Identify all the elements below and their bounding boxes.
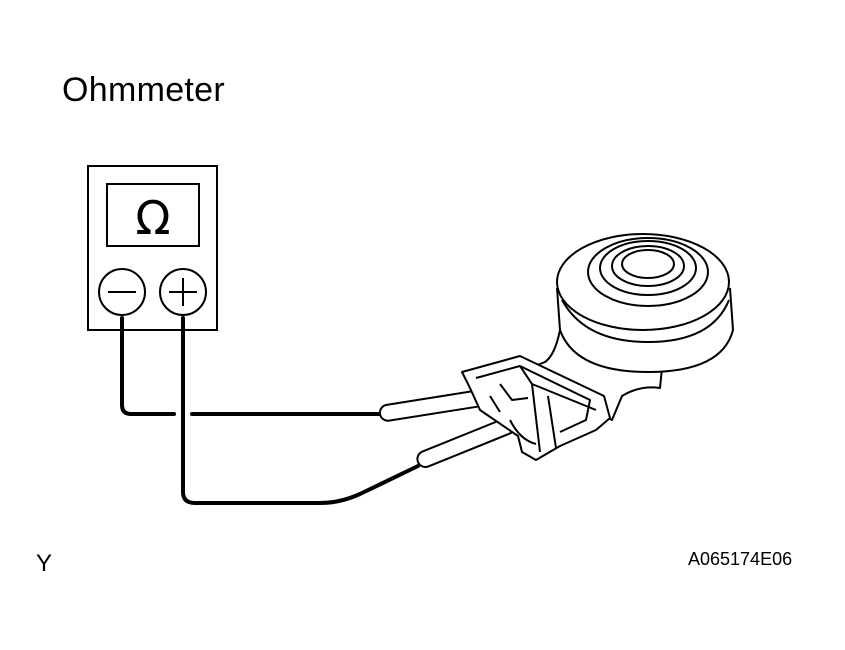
- ohm-symbol: Ω: [135, 191, 170, 245]
- diagram-title: Ohmmeter: [62, 71, 225, 109]
- sensor-top-rim: [556, 233, 730, 331]
- plus-icon: [169, 278, 197, 306]
- corner-label: Y: [36, 550, 53, 577]
- ohmmeter-housing: [87, 165, 218, 331]
- sensor: [461, 233, 734, 461]
- test-leads: [120, 316, 560, 505]
- negative-terminal: [98, 268, 146, 316]
- ohmmeter-display: [106, 183, 200, 247]
- figure-code: A065174E06: [688, 549, 793, 569]
- sensor-connector: [461, 355, 611, 461]
- positive-terminal: [159, 268, 207, 316]
- negative-lead-wire: [120, 316, 176, 416]
- ohmmeter: Ω: [87, 165, 218, 331]
- positive-lead-wire: [181, 316, 420, 505]
